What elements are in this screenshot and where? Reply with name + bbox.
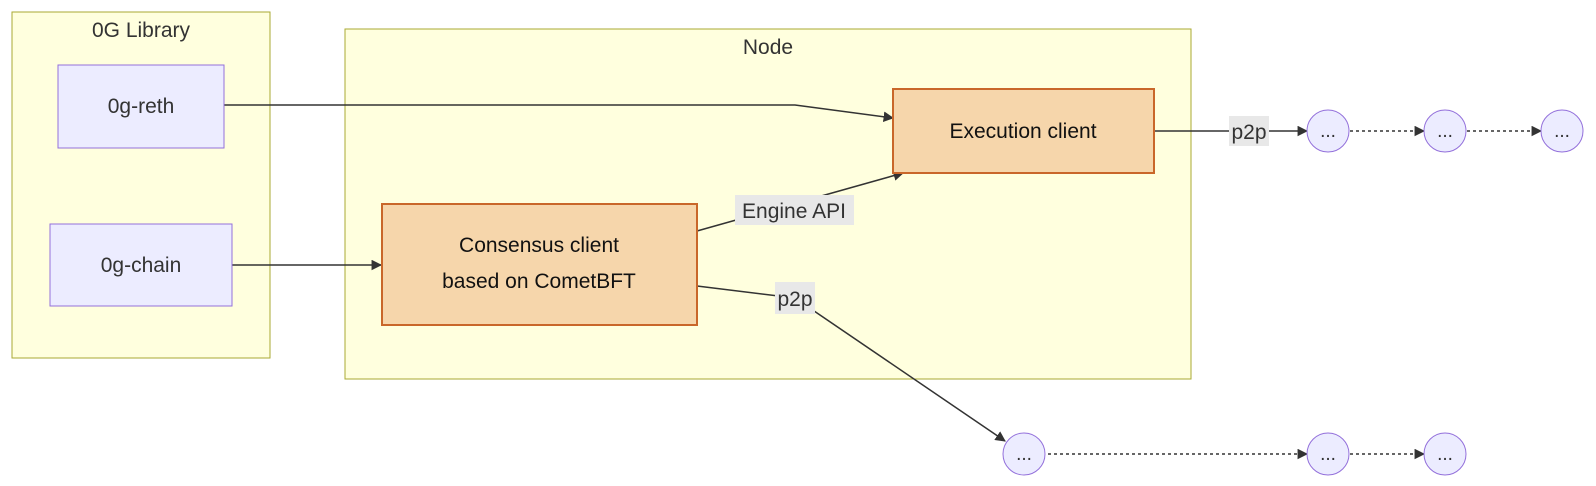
peer-node-exec-3-circle [1540, 109, 1584, 153]
node-execution-client-box [892, 88, 1155, 174]
peer-node-cons-3-circle [1423, 432, 1467, 476]
edge-reth-to-execution [224, 104, 895, 122]
node-0g-reth: 0g-reth [57, 64, 225, 149]
node-0g-chain-box [49, 223, 233, 307]
edge-label-p2p-execution-bg [1229, 116, 1269, 146]
group-node-label: Node [743, 36, 793, 59]
peer-node-cons-2: ... [1306, 432, 1350, 476]
peer-node-cons-3: ... [1423, 432, 1467, 476]
peer-node-exec-2-circle [1423, 109, 1467, 153]
peer-node-exec-2: ... [1423, 109, 1467, 153]
node-consensus-client: Consensus client based on CometBFT [381, 203, 698, 326]
edge-label-p2p-consensus: p2p [775, 282, 815, 314]
peer-node-cons-1: ... [1002, 432, 1046, 476]
node-execution-client: Execution client [892, 88, 1155, 174]
node-0g-reth-label: 0g-reth [108, 95, 175, 118]
edge-label-p2p-execution-text: p2p [1231, 121, 1266, 144]
edge-label-p2p-execution: p2p [1229, 116, 1269, 146]
peer-node-cons-2-circle [1306, 432, 1350, 476]
peer-node-exec-3: ... [1540, 109, 1584, 153]
group-0g-library-label: 0G Library [92, 19, 191, 42]
node-consensus-client-box [381, 203, 698, 326]
edge-label-p2p-consensus-text: p2p [777, 288, 812, 311]
node-consensus-client-label-line2: based on CometBFT [442, 270, 636, 293]
peer-node-exec-1-circle [1306, 109, 1350, 153]
edge-label-engine-api-text: Engine API [742, 200, 846, 223]
node-consensus-client-label-line1: Consensus client [459, 234, 619, 257]
peer-node-cons-1-label: ... [1016, 444, 1032, 465]
edge-label-engine-api: Engine API [735, 195, 854, 225]
peer-node-cons-3-label: ... [1437, 444, 1453, 465]
edge-label-engine-api-bg [735, 195, 854, 225]
peer-node-cons-2-label: ... [1320, 444, 1336, 465]
peer-node-exec-1-label: ... [1320, 121, 1336, 142]
node-0g-chain: 0g-chain [49, 223, 233, 307]
node-0g-chain-label: 0g-chain [101, 254, 182, 277]
peer-node-exec-1: ... [1306, 109, 1350, 153]
edge-label-p2p-consensus-bg [775, 282, 815, 314]
peer-node-exec-2-label: ... [1437, 121, 1453, 142]
peer-node-cons-1-circle [1002, 432, 1046, 476]
peer-node-exec-3-label: ... [1554, 121, 1570, 142]
node-0g-reth-box [57, 64, 225, 149]
node-execution-client-label: Execution client [949, 120, 1096, 143]
